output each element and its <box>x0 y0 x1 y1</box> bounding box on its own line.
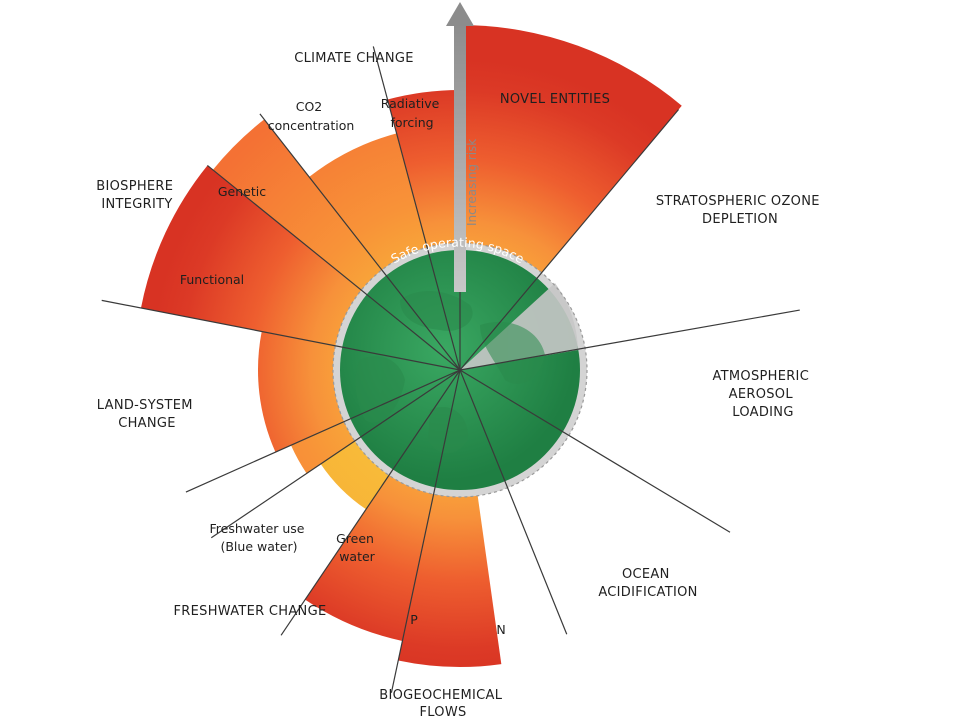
label-biosphere: BIOSPHERE INTEGRITY <box>96 179 177 212</box>
spoke-line <box>210 369 461 539</box>
label-novel-entities: NOVEL ENTITIES <box>500 92 610 107</box>
spoke-line <box>185 369 461 493</box>
spoke-line <box>390 369 461 693</box>
label-land-system: LAND-SYSTEM CHANGE <box>97 398 197 431</box>
label-genetic: Genetic <box>218 184 266 199</box>
continents <box>355 290 545 454</box>
spoke-line <box>101 299 461 371</box>
spoke-line <box>459 309 800 371</box>
label-p: P <box>410 612 418 627</box>
risk-axis-label: Increasing risk <box>465 139 479 226</box>
label-green-water: Green water <box>336 531 378 564</box>
label-biogeochemical: BIOGEOCHEMICAL FLOWS <box>379 688 506 720</box>
spoke-line <box>459 109 680 371</box>
spoke-line <box>459 369 731 533</box>
spoke-line <box>459 369 568 635</box>
label-climate-change: CLIMATE CHANGE <box>294 51 414 66</box>
increasing-risk-arrow: Increasing risk <box>446 2 479 292</box>
label-blue-water: Freshwater use (Blue water) <box>210 521 309 554</box>
wedge-biogeo-n <box>398 370 502 667</box>
spoke-line <box>280 369 461 636</box>
safe-boundary-dashed-ring <box>332 242 588 498</box>
label-ocean: OCEAN ACIDIFICATION <box>598 567 697 600</box>
label-freshwater-change: FRESHWATER CHANGE <box>174 604 327 619</box>
label-co2-concentration: CO2 concentration <box>268 99 355 133</box>
spoke-line <box>207 165 461 371</box>
spoke-lines <box>101 40 800 693</box>
spoke-line <box>259 113 461 371</box>
spoke-line <box>372 46 461 371</box>
label-ozone: STRATOSPHERIC OZONE DEPLETION <box>656 194 824 227</box>
label-aerosol: ATMOSPHERIC AEROSOL LOADING <box>712 369 813 420</box>
label-radiative-forcing: Radiative forcing <box>381 96 444 130</box>
label-n: N <box>496 622 505 637</box>
label-functional: Functional <box>180 272 244 287</box>
